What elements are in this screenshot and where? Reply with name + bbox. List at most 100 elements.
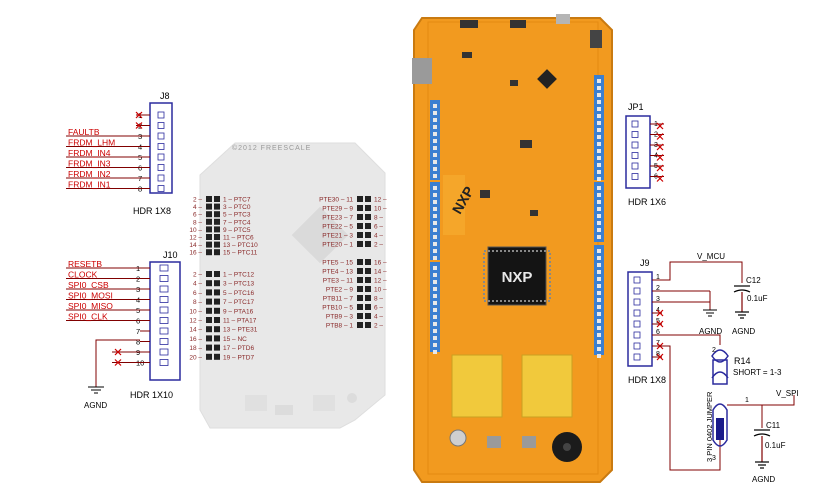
ghost-pin (206, 249, 212, 256)
board-header-pin (597, 193, 601, 197)
board-header-pin (597, 221, 601, 225)
ghost-pin-even: 20 – (189, 354, 202, 361)
ghost-pin (206, 203, 212, 210)
ghost-pin-odd: 5 – PTC3 (223, 212, 251, 219)
board-header-pin (433, 207, 437, 211)
ghost-pin-even: 18 – (189, 345, 202, 352)
board-header-pin (597, 277, 601, 281)
j9-pin-box (633, 331, 641, 339)
c12-gnd: AGND (732, 327, 755, 336)
j10-no-connect (114, 359, 122, 366)
board-header-pin (597, 177, 601, 181)
r14-pin-2: 2 (712, 347, 716, 354)
ghost-pin-even: 6 – (374, 305, 383, 312)
j10-net-label: SPI0_MOSI (68, 291, 113, 301)
ghost-pin-even: 2 – (193, 272, 202, 279)
j10-pin-box (159, 306, 169, 314)
board-header-pin (597, 305, 601, 309)
j9-pins: 12345678 (633, 274, 664, 361)
board-header-pin (433, 343, 437, 347)
j10-pin-number: 8 (136, 338, 140, 347)
board-header-pin (597, 156, 601, 160)
board-header-pin (597, 340, 601, 344)
board-header-pin (433, 214, 437, 218)
j8-pins: 123FAULTB4FRDM_LHM5FRDM_IN46FRDM_IN37FRD… (66, 111, 165, 194)
jp1-pin-box (631, 173, 639, 180)
ghost-pin-even: 16 – (189, 336, 202, 343)
jp1-pin-box (631, 162, 639, 170)
ghost-pin-even: 12 – (189, 235, 202, 242)
r14-pin-1: 1 (745, 397, 749, 404)
j9-ref: J9 (640, 258, 650, 268)
ghost-pin-even: 8 – (374, 296, 383, 303)
ghost-pin-even: 14 – (189, 242, 202, 249)
ghost-pin (206, 289, 212, 296)
ghost-pin-even: 14 – (189, 327, 202, 334)
board-header-pin (597, 235, 601, 239)
ghost-pin-even: 6 – (193, 290, 202, 297)
ghost-pin-odd: PTE23 – 7 (322, 215, 353, 222)
j8-net-label: FRDM_IN3 (68, 159, 111, 169)
board-header-pin (433, 118, 437, 122)
jp1-pin-box (631, 152, 639, 159)
c12-capacitor (733, 285, 751, 319)
j10-pin-box (159, 338, 169, 345)
j8-pin-box (157, 185, 165, 192)
ghost-pin-even: 8 – (193, 219, 202, 226)
j10-net-label: CLOCK (68, 270, 98, 280)
j9-no-connect (656, 353, 664, 361)
ghost-pin (206, 211, 212, 218)
ghost-pin (214, 289, 220, 296)
r14-pin-3: 3 (712, 455, 716, 462)
ghost-pin-odd: PTB8 – 1 (326, 323, 353, 330)
jp1-connector (625, 115, 651, 189)
nxp-board (412, 14, 613, 483)
ghost-pin (365, 223, 371, 229)
board-header-pin (597, 228, 601, 232)
board-header-pin (597, 291, 601, 295)
board-header-pin (433, 301, 437, 305)
board-header-pin (433, 287, 437, 291)
board-header-pin (597, 86, 601, 90)
board-header-pin (433, 104, 437, 108)
ghost-pin (365, 286, 371, 292)
j9-pin-box (633, 276, 641, 284)
board-header-pin (433, 235, 437, 239)
ghost-pin-even: 4 – (374, 233, 383, 240)
ghost-pin-even: 12 – (374, 197, 387, 204)
board-header-pin (433, 256, 437, 260)
nxp-chip-logo: NXP (502, 269, 533, 286)
j9-no-connect (656, 309, 664, 317)
ghost-pin (206, 226, 212, 233)
board-header-pin (433, 111, 437, 115)
j9-pin-box (633, 309, 641, 317)
board-header-pin (597, 163, 601, 167)
ghost-pin-even: 14 – (374, 269, 387, 276)
ghost-pin (365, 214, 371, 220)
ghost-pin (214, 326, 220, 333)
j10-net-label: SPI0_CSB (68, 280, 109, 290)
ghost-pin (214, 241, 220, 248)
ghost-pin (206, 218, 212, 225)
board-header-pin (597, 347, 601, 351)
jp1-no-connect (656, 154, 664, 161)
board-header-pin (597, 333, 601, 337)
board-header-pin (433, 273, 437, 277)
j8-net-label: FRDM_LHM (68, 138, 115, 148)
ghost-pin (365, 232, 371, 238)
board-header-pin (433, 160, 437, 164)
ghost-pin (206, 317, 212, 323)
ghost-pin (206, 335, 212, 342)
ghost-pin-odd: PTB10 – 5 (322, 305, 353, 312)
ghost-pin (214, 226, 220, 233)
j8-pin-box (157, 174, 165, 182)
ghost-pin (214, 344, 220, 351)
board-header-pin (433, 242, 437, 246)
ghost-pin-odd: 3 – PTC13 (223, 281, 254, 288)
j8-ref: J8 (160, 91, 170, 101)
ghost-pin-even: 4 – (193, 204, 202, 211)
ghost-pin (214, 280, 220, 287)
j10-pin-box (159, 275, 169, 282)
board-header-pin (597, 249, 601, 253)
